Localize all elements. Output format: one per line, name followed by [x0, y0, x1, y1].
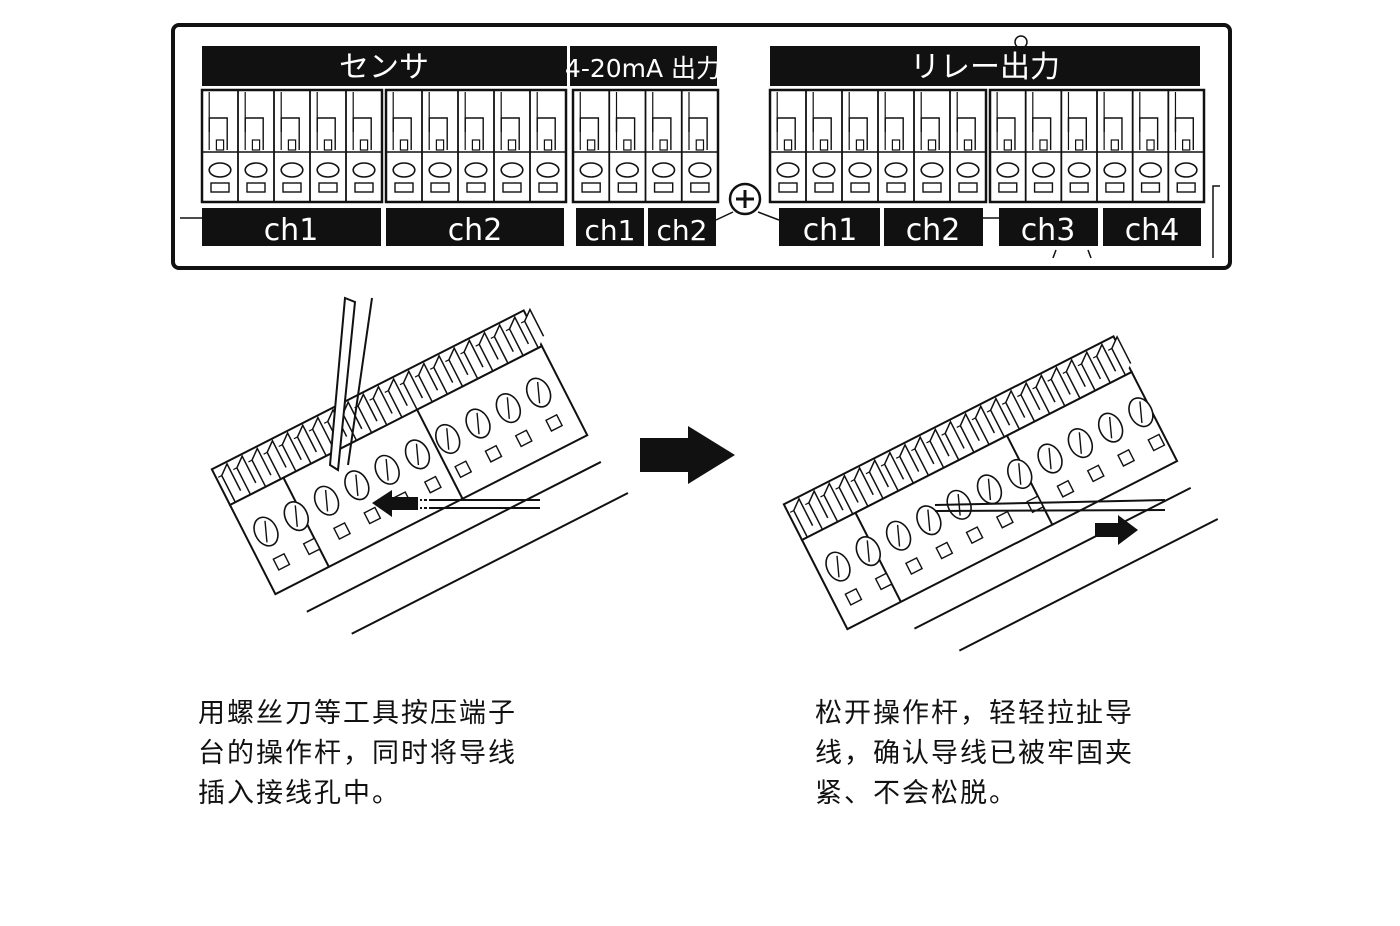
header-label-sensor: センサ	[339, 50, 429, 85]
terminal-slot	[1096, 90, 1133, 202]
terminal-slot	[572, 90, 610, 202]
channel-labels: ch1 ch2 ch1 ch2 ch1 ch2 ch3 ch4	[202, 208, 1201, 248]
terminal-slot	[493, 90, 530, 202]
channel-label: ch1	[585, 214, 636, 247]
terminal-slot	[1024, 90, 1062, 202]
terminal-blocks	[200, 88, 1206, 204]
terminal-slot	[805, 90, 842, 202]
terminal-slot	[309, 90, 346, 202]
terminal-slot	[608, 90, 646, 202]
terminal-slot	[769, 90, 806, 202]
arrow-right-icon	[1095, 515, 1138, 545]
terminal-slot	[273, 90, 310, 202]
panel-header-analog: 4-20mA 出力	[565, 46, 721, 86]
terminal-slot	[385, 90, 422, 202]
caption-line: 线，确认导线已被牢固夹	[815, 738, 1134, 769]
wire-insert	[420, 499, 540, 509]
screwdriver-icon	[328, 296, 373, 472]
terminal-slot	[1060, 90, 1097, 202]
terminal-slot	[913, 90, 950, 202]
terminal-slot	[345, 90, 382, 202]
caption-line: 用螺丝刀等工具按压端子	[198, 698, 517, 729]
insert-wire-illustration	[210, 296, 629, 635]
screw-icon	[728, 182, 762, 216]
terminal-slot	[877, 90, 914, 202]
terminal-slot	[989, 90, 1026, 202]
terminal-slot	[841, 90, 878, 202]
caption-line: 紧、不会松脱。	[815, 778, 1018, 809]
header-label-relay: リレー出力	[910, 50, 1060, 85]
step-1-caption: 用螺丝刀等工具按压端子 台的操作杆，同时将导线 插入接线孔中。	[198, 694, 578, 814]
channel-label: ch1	[264, 213, 319, 248]
caption-line: 松开操作杆，轻轻拉扯导	[815, 698, 1134, 729]
channel-label: ch3	[1021, 213, 1076, 248]
terminal-slot	[1167, 90, 1204, 202]
terminal-slot	[201, 90, 238, 202]
channel-label: ch2	[906, 213, 961, 248]
terminal-slot	[237, 90, 274, 202]
channel-label-box: ch1	[202, 208, 381, 248]
terminal-slot	[457, 90, 494, 202]
header-label-analog: 4-20mA 出力	[565, 54, 721, 83]
step-2-caption: 松开操作杆，轻轻拉扯导 线，确认导线已被牢固夹 紧、不会松脱。	[815, 694, 1195, 814]
channel-label: ch4	[1125, 213, 1180, 248]
channel-label: ch2	[448, 213, 503, 248]
caption-line: 插入接线孔中。	[198, 778, 401, 809]
channel-label-box: ch2	[386, 208, 564, 248]
pull-wire-illustration	[782, 335, 1219, 652]
terminal-slot	[644, 90, 682, 202]
terminal-slot	[421, 90, 458, 202]
panel-header-relay: リレー出力	[770, 46, 1200, 86]
terminal-slot	[949, 90, 986, 202]
terminal-slot	[680, 90, 718, 202]
small-mark-icon	[1014, 35, 1028, 49]
channel-label-box: ch2	[648, 208, 716, 247]
caption-line: 台的操作杆，同时将导线	[198, 738, 517, 769]
panel-header-sensor: センサ	[202, 46, 567, 86]
terminal-slot	[529, 90, 566, 202]
terminal-panel: センサ 4-20mA 出力 リレー出力 ch1 ch2 ch1	[171, 23, 1232, 270]
arrow-left-icon	[372, 490, 418, 517]
channel-label: ch1	[803, 213, 858, 248]
terminal-slot	[1131, 90, 1169, 202]
channel-label-box: ch2	[884, 208, 983, 248]
channel-label-box: ch3	[999, 208, 1098, 248]
channel-label-box: ch1	[576, 208, 644, 247]
channel-label: ch2	[657, 214, 708, 247]
channel-label-box: ch4	[1103, 208, 1201, 248]
channel-label-box: ch1	[779, 208, 880, 248]
arrow-right-icon	[640, 426, 735, 484]
wire-clamped	[934, 499, 1166, 512]
